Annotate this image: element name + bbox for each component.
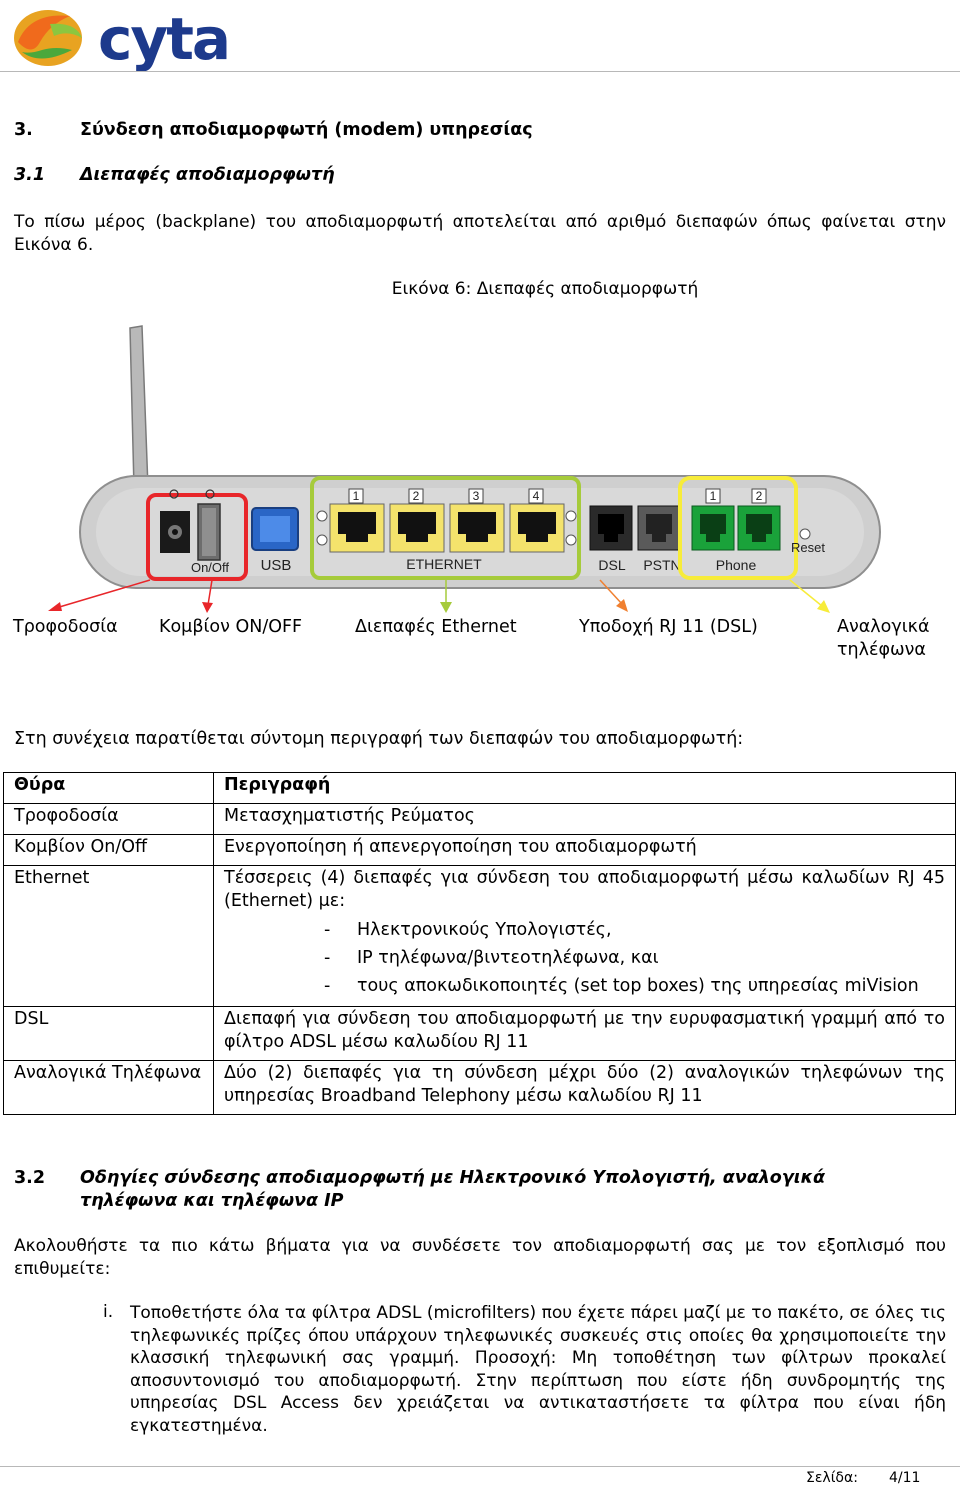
list-item: -Ηλεκτρονικούς Υπολογιστές, [224, 916, 945, 944]
table-row: Κομβίον On/Off Ενεργοποίηση ή απενεργοπο… [3, 834, 956, 866]
table-row: Τροφοδοσία Μετασχηματιστής Ρεύματος [3, 803, 956, 835]
label-line: Αναλογικά [837, 617, 930, 637]
cell-port: DSL [3, 1006, 214, 1061]
section-number: 3. [14, 120, 33, 140]
table-row: Ethernet Τέσσερεις (4) διεπαφές για σύνδ… [3, 865, 956, 1007]
dash: - [324, 948, 331, 968]
header-rule [0, 71, 960, 72]
ethernet-highlight [310, 476, 581, 580]
phone-port-1: 1 [710, 489, 717, 503]
section-title: Οδηγίες σύνδεσης αποδιαμορφωτή με Ηλεκτρ… [80, 1168, 826, 1211]
step-text: Τοποθετήστε όλα τα φίλτρα ADSL (microfil… [130, 1303, 946, 1436]
steps-intro: Ακολουθήστε τα πιο κάτω βήματα για να συ… [14, 1236, 946, 1279]
label-analog-phones: Αναλογικά τηλέφωνα [837, 616, 929, 662]
dash: - [324, 920, 331, 940]
power-switch-highlight [146, 493, 248, 581]
dash: - [324, 976, 331, 996]
list-item: -IP τηλέφωνα/βιντεοτηλέφωνα, και [224, 944, 945, 972]
section-3-2-heading: 3.2 Οδηγίες σύνδεσης αποδιαμορφωτή με Ηλ… [0, 1167, 960, 1215]
ethernet-device-list: -Ηλεκτρονικούς Υπολογιστές, -IP τηλέφωνα… [224, 916, 945, 1000]
table-row: Αναλογικά Τηλέφωνα Δύο (2) διεπαφές για … [3, 1060, 956, 1115]
footer-rule [0, 1466, 960, 1467]
section-title: Σύνδεση αποδιαμορφωτή (modem) υπηρεσίας [80, 120, 533, 140]
phone-port-2: 2 [756, 489, 763, 503]
section-number: 3.2 [14, 1168, 46, 1188]
modem-backplane-figure: On/Off USB 1 2 3 4 ETHE [48, 325, 881, 613]
eth-port-2: 2 [413, 489, 420, 503]
cell-description: Τέσσερεις (4) διεπαφές για σύνδεση του α… [213, 865, 956, 1007]
label-ethernet-ports: Διεπαφές Ethernet [355, 617, 517, 637]
logo-text: cyta [98, 5, 231, 73]
cell-port: Ethernet [3, 865, 214, 1007]
label-reset: Reset [791, 540, 825, 555]
eth-port-1: 1 [353, 489, 360, 503]
table-intro: Στη συνέχεια παρατίθεται σύντομη περιγρα… [14, 729, 744, 749]
header-port: Θύρα [3, 772, 214, 804]
label-onoff: On/Off [191, 560, 229, 575]
ports-table: Θύρα Περιγραφή Τροφοδοσία Μετασχηματιστή… [3, 772, 956, 1115]
header-description: Περιγραφή [213, 772, 956, 804]
cell-port: Τροφοδοσία [3, 803, 214, 835]
label-switch: Κομβίον ON/OFF [159, 617, 303, 637]
phone-highlight [678, 476, 798, 580]
antenna [129, 325, 149, 489]
callout-arrows [48, 579, 830, 613]
cell-description: Μετασχηματιστής Ρεύματος [213, 803, 956, 835]
logo: cyta [10, 2, 231, 73]
cell-description: Ενεργοποίηση ή απενεργοποίηση του αποδια… [213, 834, 956, 866]
cyta-swirl-icon [14, 10, 82, 66]
step-number: i. [103, 1302, 114, 1322]
table-header-row: Θύρα Περιγραφή [3, 772, 956, 804]
cell-description: Διεπαφή για σύνδεση του αποδιαμορφωτή με… [213, 1006, 956, 1061]
label-dsl: DSL [598, 557, 625, 573]
label-phone: Phone [716, 557, 757, 573]
figure-caption: Εικόνα 6: Διεπαφές αποδιαμορφωτή [391, 279, 699, 299]
label-dsl-socket: Υποδοχή RJ 11 (DSL) [579, 617, 758, 637]
section-title: Διεπαφές αποδιαμορφωτή [80, 165, 335, 185]
footer-page-label: Σελίδα: [806, 1470, 858, 1486]
footer-page-value: 4/11 [889, 1470, 921, 1486]
intro-paragraph: Το πίσω μέρος (backplane) του αποδιαμορφ… [14, 212, 946, 255]
eth-port-3: 3 [473, 489, 480, 503]
label-line: τηλέφωνα [837, 640, 926, 660]
cell-description: Δύο (2) διεπαφές για τη σύνδεση μέχρι δύ… [213, 1060, 956, 1115]
ethernet-desc: Τέσσερεις (4) διεπαφές για σύνδεση του α… [224, 868, 945, 911]
list-item: -τους αποκωδικοποιητές (set top boxes) τ… [224, 972, 945, 1000]
section-number: 3.1 [14, 165, 46, 185]
section-3-heading: 3. Σύνδεση αποδιαμορφωτή (modem) υπηρεσί… [0, 120, 960, 144]
cell-port: Αναλογικά Τηλέφωνα [3, 1060, 214, 1115]
eth-port-4: 4 [533, 489, 540, 503]
label-pstn: PSTN [643, 557, 680, 573]
ethernet-ports [329, 503, 565, 553]
section-3-1-heading: 3.1 Διεπαφές αποδιαμορφωτή [0, 165, 960, 189]
table-row: DSL Διεπαφή για σύνδεση του αποδιαμορφωτ… [3, 1006, 956, 1061]
label-usb: USB [261, 557, 292, 574]
cell-port: Κομβίον On/Off [3, 834, 214, 866]
label-power: Τροφοδοσία [13, 617, 118, 637]
label-ethernet: ETHERNET [406, 556, 482, 572]
